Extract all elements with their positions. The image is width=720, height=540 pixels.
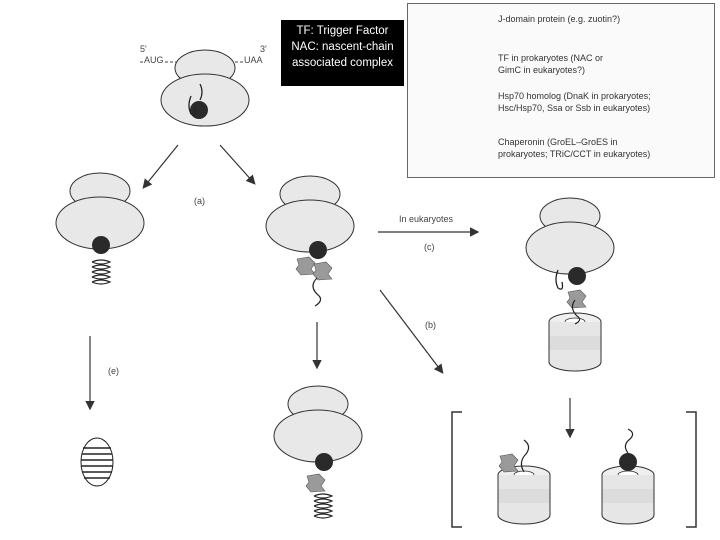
ribosome-bottom [273,385,363,463]
mrna-stop-codon: UAA [244,55,263,65]
pathway-label-e: (e) [108,366,119,376]
bracket-right [686,411,697,528]
hsp70-middle [295,256,316,276]
legend-text: prokaryotes; TRiC/CCT in eukaryotes) [498,149,651,159]
legend-text: GimC in eukaryotes?) [498,65,586,75]
legend-item-tf: TF in prokaryotes (NAC or GimC in eukary… [498,52,603,76]
chaperonin-bracket-1 [497,465,551,525]
chain-bracket-1 [520,439,530,473]
hsp70-middle-2 [312,261,333,281]
pathway-label-c: (c) [424,242,435,252]
tf-initial [188,83,208,119]
bracket-left [451,411,462,528]
legend-item-chaperonin: Chaperonin (GroEL–GroES in prokaryotes; … [498,136,650,160]
mrna-three-prime: 3' [260,44,267,54]
arrow-to-left [142,144,179,189]
legend-text: J-domain protein (e.g. zuotin?) [498,14,621,24]
chaperonin-right [548,312,602,372]
pathway-label-a: (a) [194,196,205,206]
chain-bracket-2 [624,428,634,454]
abbreviation-callout: TF: Trigger Factor NAC: nascent-chain as… [281,20,404,86]
tf-right [568,267,586,285]
chain-middle [312,277,322,307]
pathway-label-b: (b) [425,320,436,330]
nascent-coil-left [91,259,111,285]
hsp70-right [566,289,587,309]
legend-text: Chaperonin (GroEL–GroES in [498,137,618,147]
legend-item-j-domain: J-domain protein (e.g. zuotin?) [498,13,620,25]
mrna-start-codon: AUG [144,55,164,65]
folded-protein [80,437,114,487]
arrow-b [379,289,444,374]
tf-bracket-2 [619,453,637,471]
tf-left [92,236,110,254]
legend-text: TF in prokaryotes (NAC or [498,53,604,63]
ribosome-middle [265,175,355,253]
arrow-to-middle [219,144,256,185]
callout-line-1: TF: Trigger Factor [296,25,389,37]
hsp70-bracket-1 [498,453,519,473]
callout-line-3: associated complex [292,57,393,69]
tf-bottom [315,453,333,471]
legend-box: J-domain protein (e.g. zuotin?) TF in pr… [407,3,715,178]
chaperonin-bracket-2 [601,465,655,525]
ribosome-right [525,197,615,275]
mrna-five-prime: 5' [140,44,147,54]
callout-line-2: NAC: nascent-chain [291,41,394,53]
tf-middle [309,241,327,259]
chain-right [571,299,581,325]
legend-item-hsp70: Hsp70 homolog (DnaK in prokaryotes; Hsc/… [498,90,651,114]
hsp70-bottom [305,473,326,493]
legend-text: Hsc/Hsp70, Ssa or Ssb in eukaryotes) [498,103,651,113]
nascent-coil-bottom [313,493,333,519]
legend-text: Hsp70 homolog (DnaK in prokaryotes; [498,91,651,101]
j-domain-right [555,269,564,290]
pathway-label-in-eukaryotes: In eukaryotes [399,214,454,224]
